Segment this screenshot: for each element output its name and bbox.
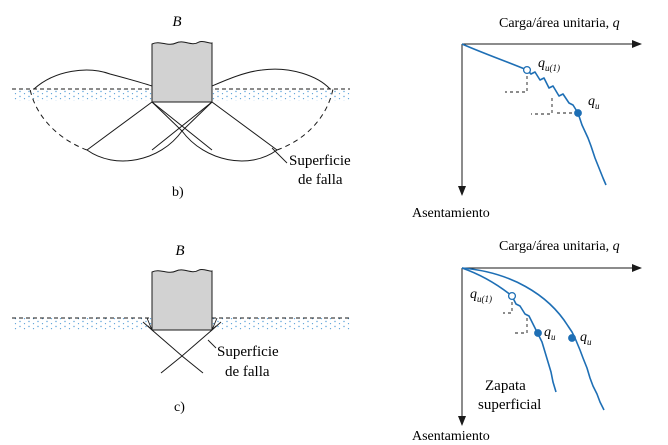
panel-c-soil-texture-left xyxy=(12,318,152,330)
panel-c-x-axis-label: Carga/área unitaria, q xyxy=(499,239,620,254)
panel-c-caption: c) xyxy=(174,400,185,415)
panel-b-surface-label-2: de falla xyxy=(298,172,343,188)
panel-c-dashed-steps xyxy=(503,296,528,334)
panel-b-footing xyxy=(151,40,213,103)
panel-b-surface-label-1: Superficie xyxy=(289,153,351,169)
panel-b-graph: Carga/área unitaria, q Asentamiento qu(1… xyxy=(412,16,642,221)
panel-c-curve-label-1: Zapata xyxy=(485,378,526,394)
panel-c-curve-label-2: superficial xyxy=(478,397,541,413)
panel-c-failure-lines xyxy=(151,329,213,374)
panel-b-ultimate-point xyxy=(574,109,582,117)
panel-c-ultimate-label-outer: qu xyxy=(580,330,592,347)
panel-b-x-axis-label: Carga/área unitaria, q xyxy=(499,16,620,31)
panel-c-y-axis-label: Asentamiento xyxy=(412,429,490,444)
panel-c-footing xyxy=(151,268,213,331)
panel-b-caption: b) xyxy=(172,185,184,200)
panel-b-heave-right xyxy=(211,68,331,90)
panel-c-corner-cracks xyxy=(142,317,222,331)
panel-b-curve xyxy=(461,43,607,186)
panel-c-leader-line xyxy=(207,339,217,349)
panel-b-dashed-steps xyxy=(505,70,578,115)
panel-c-curve-inner xyxy=(461,267,557,393)
panel-c-curve-outer xyxy=(461,267,605,411)
panel-b-first-failure-point xyxy=(522,65,532,75)
panel-b-leader-line xyxy=(271,147,288,164)
panel-c-graph: Carga/área unitaria, q Asentamiento qu(1… xyxy=(412,239,642,444)
panel-c-width-label: B xyxy=(175,243,184,259)
panel-c-soil-texture-right xyxy=(212,318,352,330)
panel-c-surface-label-2: de falla xyxy=(225,364,270,380)
panel-b-arc-left xyxy=(86,130,183,162)
panel-b-arc-right xyxy=(181,130,278,162)
panel-b-heave-left xyxy=(33,69,153,90)
panel-c-ultimate-point-inner xyxy=(534,329,542,337)
panel-c-first-failure-label: qu(1) xyxy=(470,287,492,304)
panel-b-y-axis-label: Asentamiento xyxy=(412,206,490,221)
panel-b-cross-lines xyxy=(151,101,213,151)
panel-b-footing-diagram: B Superficie de falla b) xyxy=(12,14,351,200)
panel-c-surface-label-1: Superficie xyxy=(217,344,279,360)
panel-c-ultimate-label-inner: qu xyxy=(544,325,556,342)
panel-b-first-failure-label: qu(1) xyxy=(538,56,560,73)
panel-c-first-failure-point xyxy=(507,291,517,301)
panel-c-footing-diagram: B Superficie de falla c) xyxy=(12,243,352,415)
panel-c-ultimate-point-outer xyxy=(568,334,576,342)
panel-b-ultimate-label: qu xyxy=(588,94,600,111)
panel-b-width-label: B xyxy=(172,14,181,30)
